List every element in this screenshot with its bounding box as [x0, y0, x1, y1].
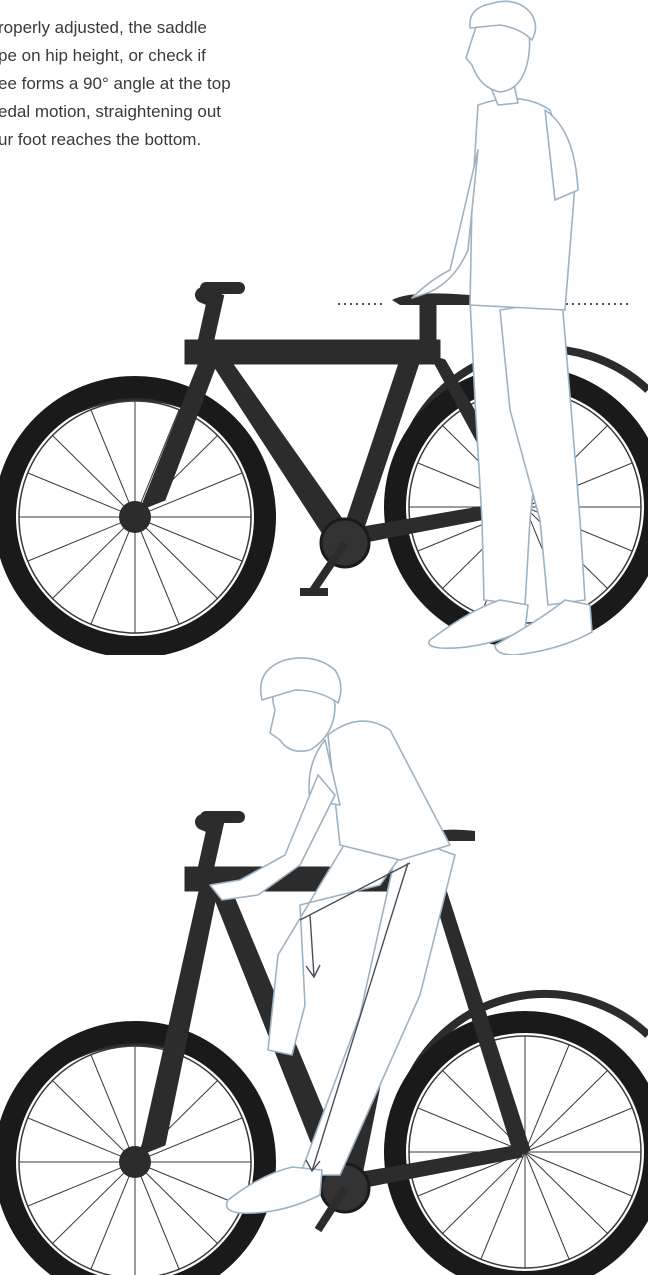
handlebar-grip [200, 811, 245, 823]
pedal [300, 588, 328, 596]
standing-hip-height-illustration [0, 0, 648, 655]
stem [203, 822, 215, 872]
standing-person [412, 1, 592, 655]
handlebar-grip [200, 282, 245, 294]
saddle [392, 293, 470, 305]
riding-knee-extension-illustration [0, 655, 648, 1275]
stem [203, 295, 215, 345]
